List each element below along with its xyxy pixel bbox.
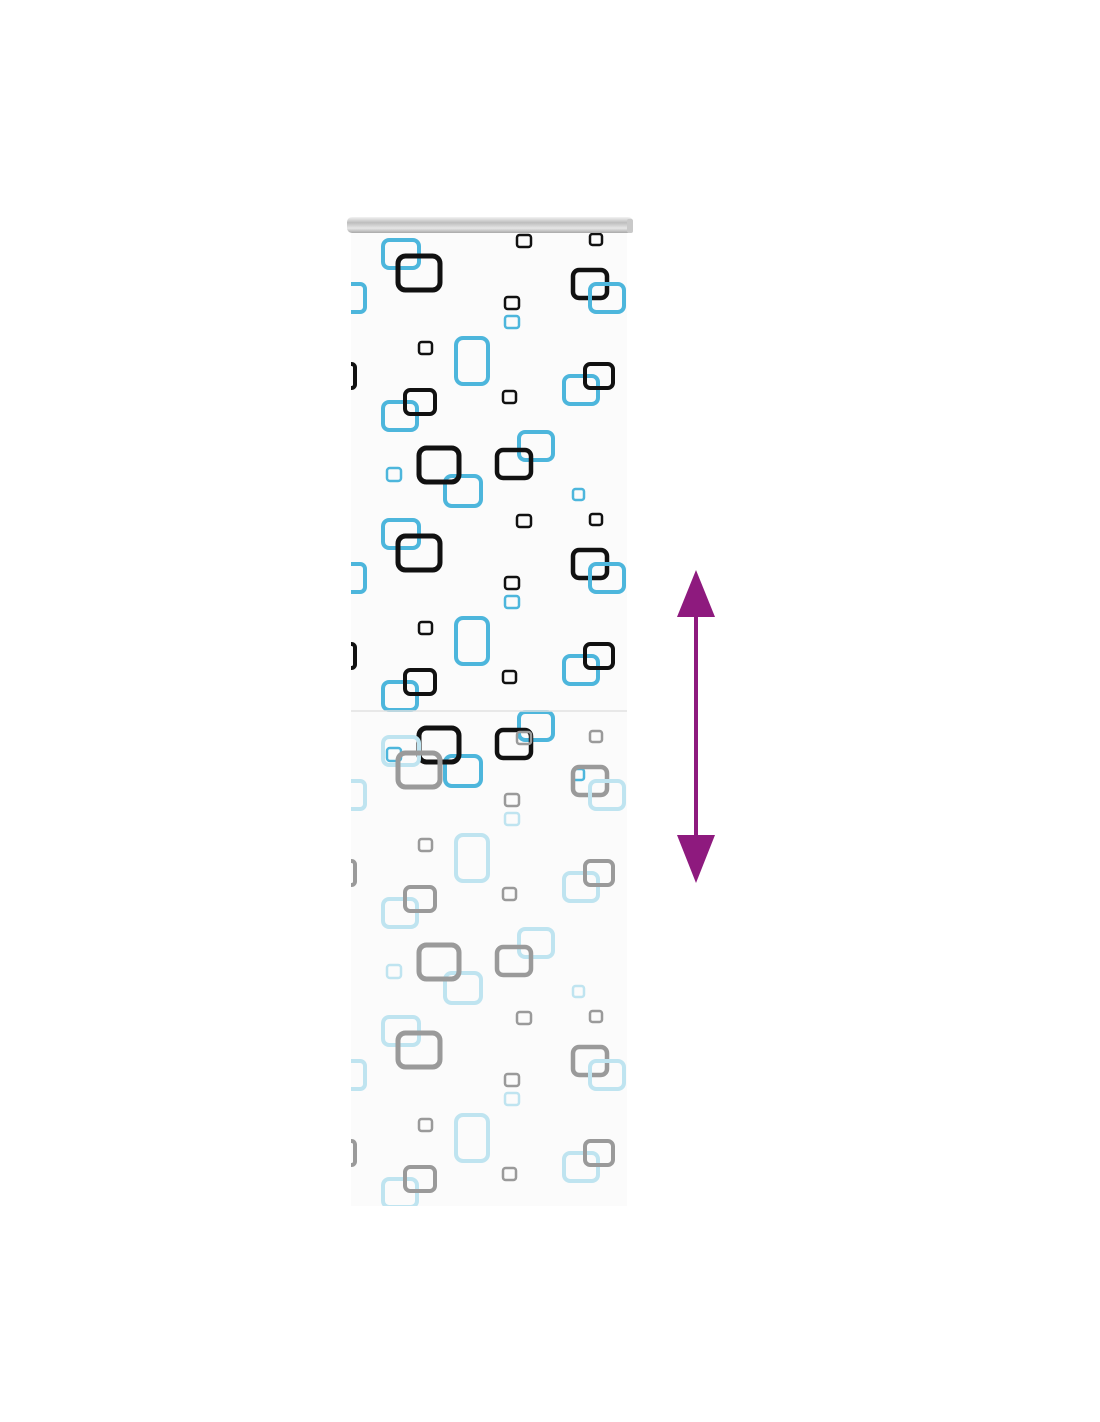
blue-square-tile-b-17 xyxy=(517,710,555,742)
dark-square-tile-a-11 xyxy=(351,362,357,390)
dark-square-tile-c-7 xyxy=(503,792,521,808)
dark-square-tile-a-3 xyxy=(515,233,533,249)
pattern-tile-lower xyxy=(351,729,626,1005)
blue-square-tile-a-6 xyxy=(588,282,626,314)
dark-square-tile-c-16 xyxy=(583,859,615,887)
dark-square-tile-a-18 xyxy=(494,447,534,481)
dark-square-tile-b-16 xyxy=(583,642,615,670)
pattern-tile-top xyxy=(351,232,626,508)
dark-square-tile-a-16 xyxy=(583,362,615,390)
blue-square-tile-d-17 xyxy=(519,1209,553,1237)
blue-square-tile-d-2 xyxy=(351,1059,367,1091)
blue-square-tile-c-6 xyxy=(588,779,626,811)
dark-square-tile-a-13 xyxy=(403,388,437,416)
dark-square-tile-d-13 xyxy=(403,1165,437,1193)
blue-square-tile-d-20 xyxy=(445,1253,481,1283)
blue-square-tile-c-17 xyxy=(517,927,555,959)
blue-square-tile-a-17 xyxy=(517,430,555,462)
dark-square-tile-c-9 xyxy=(417,837,434,853)
dark-square-tile-b-14 xyxy=(501,669,518,685)
dark-square-tile-d-9 xyxy=(417,1117,434,1133)
blue-square-tile-b-6 xyxy=(588,562,626,594)
dark-square-tile-b-11 xyxy=(351,642,357,670)
blue-square-tile-a-19 xyxy=(385,466,403,483)
blue-square-tile-d-10 xyxy=(454,1113,490,1163)
roller-end-cap xyxy=(627,219,633,233)
blue-square-tile-c-20 xyxy=(443,971,483,1005)
dark-square-tile-c-13 xyxy=(403,885,437,913)
dark-square-tile-d-14 xyxy=(501,1166,518,1182)
blue-square-tile-d-22 xyxy=(573,1266,584,1277)
blue-square-tile-a-8 xyxy=(503,314,521,330)
double-headed-arrow-icon xyxy=(677,570,715,883)
dark-square-tile-a-7 xyxy=(503,295,521,311)
blue-square-tile-c-22 xyxy=(571,984,586,999)
pattern-tile-bottom xyxy=(351,1009,626,1283)
blue-square-tile-b-2 xyxy=(351,562,367,594)
dark-square-tile-c-4 xyxy=(588,729,604,744)
dark-square-tile-b-7 xyxy=(503,575,521,591)
dark-square-tile-d-7 xyxy=(503,1072,521,1088)
dark-square-tile-a-4 xyxy=(588,232,604,247)
dark-square-tile-c-11 xyxy=(351,859,357,887)
dark-square-tile-d-4 xyxy=(588,1009,604,1024)
dark-square-tile-d-16 xyxy=(583,1139,615,1167)
blue-square-tile-c-8 xyxy=(503,811,521,827)
blue-square-tile-b-10 xyxy=(454,616,490,666)
blue-square-tile-b-8 xyxy=(503,594,521,610)
dark-square-tile-a-1 xyxy=(395,253,443,293)
blue-square-tile-a-10 xyxy=(454,336,490,386)
dark-square-tile-d-1 xyxy=(395,1030,443,1070)
roller-tube xyxy=(347,217,633,233)
dark-square-tile-c-3 xyxy=(515,730,533,746)
dark-square-tile-b-4 xyxy=(588,512,604,527)
blue-square-tile-d-8 xyxy=(503,1091,521,1107)
blue-square-tile-c-10 xyxy=(454,833,490,883)
blue-square-tile-c-19 xyxy=(385,963,403,980)
dark-square-tile-b-9 xyxy=(417,620,434,636)
blue-square-tile-c-2 xyxy=(351,779,367,811)
dark-square-tile-c-1 xyxy=(395,750,443,790)
dark-square-tile-d-3 xyxy=(515,1010,533,1026)
dark-square-tile-a-21 xyxy=(416,445,462,485)
dark-square-tile-a-14 xyxy=(501,389,518,405)
dark-square-tile-c-18 xyxy=(494,944,534,978)
blue-square-tile-d-19 xyxy=(387,1245,401,1258)
dark-square-tile-d-18 xyxy=(497,1227,531,1255)
dark-square-tile-b-3 xyxy=(515,513,533,529)
dark-square-tile-b-13 xyxy=(403,668,437,696)
dark-square-tile-d-11 xyxy=(351,1139,357,1167)
blue-square-tile-a-20 xyxy=(443,474,483,508)
blue-square-tile-d-6 xyxy=(588,1059,626,1091)
dark-square-tile-d-21 xyxy=(419,1225,459,1259)
dark-square-tile-c-21 xyxy=(416,942,462,982)
dark-square-tile-b-1 xyxy=(395,533,443,573)
blue-square-tile-a-2 xyxy=(351,282,367,314)
blue-square-tile-b-20 xyxy=(443,754,483,788)
blue-square-tile-a-22 xyxy=(571,487,586,502)
dark-square-tile-a-9 xyxy=(417,340,434,356)
dark-square-tile-c-14 xyxy=(501,886,518,902)
